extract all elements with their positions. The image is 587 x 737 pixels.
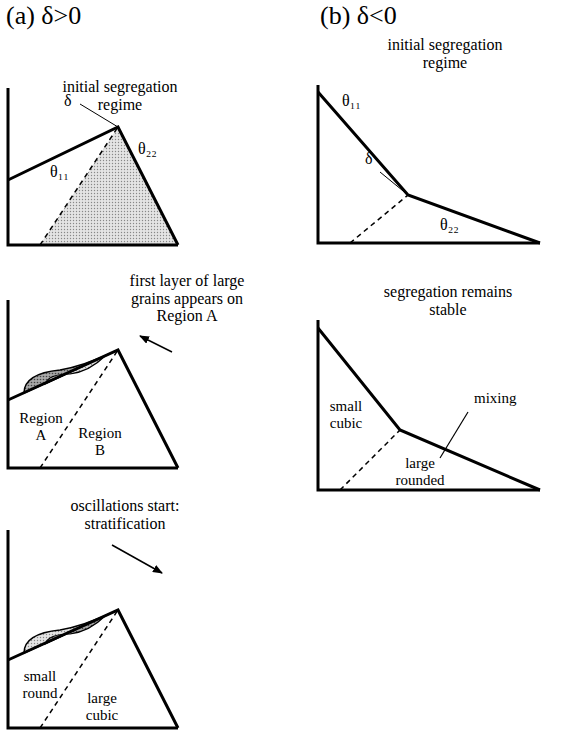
angle-label: θ₁₁ xyxy=(50,163,69,181)
stage-caption: initial segregation regime xyxy=(375,36,515,71)
region-label: Region A xyxy=(14,410,68,443)
stage-caption: segregation remains stable xyxy=(378,283,518,318)
stage-caption: first layer of large grains appears on R… xyxy=(112,272,262,325)
annotation: mixing xyxy=(474,390,517,407)
pile-b2 xyxy=(318,320,540,490)
pile-a1 xyxy=(8,88,178,245)
panel-heading: (a) δ>0 xyxy=(6,2,81,31)
angle-label: θ₁₁ xyxy=(342,92,361,110)
region-label: Region B xyxy=(72,425,128,458)
region-label: small cubic xyxy=(322,398,370,431)
pile-a3 xyxy=(8,530,178,728)
stage-caption: oscillations start: stratification xyxy=(50,497,200,532)
panel-heading: (b) δ<0 xyxy=(320,2,397,31)
pile-b1 xyxy=(318,85,540,243)
angle-label: θ₂₂ xyxy=(440,216,459,234)
angle-label: δ xyxy=(365,150,373,168)
angle-label: δ xyxy=(64,92,72,110)
angle-label: θ₂₂ xyxy=(138,140,157,158)
region-label: large cubic xyxy=(72,690,132,723)
region-label: small round xyxy=(14,668,66,701)
region-label: large rounded xyxy=(385,455,455,488)
pile-a2 xyxy=(8,300,178,468)
